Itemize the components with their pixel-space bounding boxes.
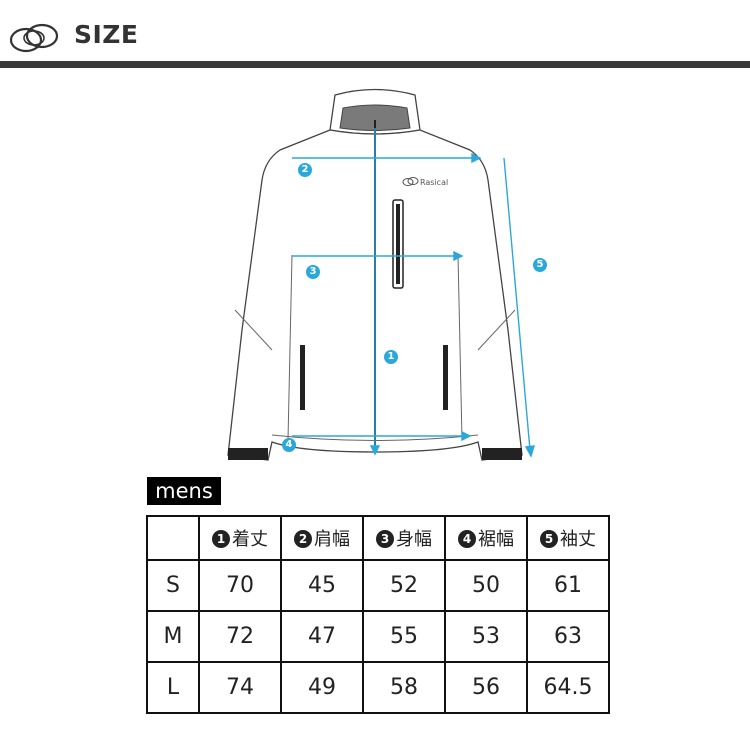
value-cell: 55 — [362, 610, 446, 663]
size-cell: M — [146, 610, 200, 663]
table-row: L 74 49 58 56 64.5 — [146, 661, 610, 714]
chest-brand-text: Rasical — [420, 178, 448, 187]
table-corner-cell — [146, 515, 200, 561]
table-row: S 70 45 52 50 61 — [146, 559, 610, 612]
value-cell: 72 — [198, 610, 282, 663]
value-cell: 56 — [444, 661, 528, 714]
value-cell: 61 — [526, 559, 610, 612]
marker-1: 1 — [384, 350, 398, 364]
marker-2: 2 — [298, 163, 312, 177]
marker-3: 3 — [306, 265, 320, 279]
rasical-logo-icon — [9, 23, 59, 53]
column-label: 肩幅 — [314, 529, 350, 550]
value-cell: 50 — [444, 559, 528, 612]
size-cell: L — [146, 661, 200, 714]
column-label: 身幅 — [396, 529, 432, 550]
size-cell: S — [146, 559, 200, 612]
header-divider — [0, 61, 750, 68]
value-cell: 53 — [444, 610, 528, 663]
column-label: 裾幅 — [478, 529, 514, 550]
value-cell: 74 — [198, 661, 282, 714]
marker-5: 5 — [533, 258, 547, 272]
table-row: M 72 47 55 53 63 — [146, 610, 610, 663]
value-cell: 70 — [198, 559, 282, 612]
mens-label: mens — [147, 477, 221, 505]
value-cell: 58 — [362, 661, 446, 714]
column-label: 着丈 — [232, 529, 268, 550]
number-badge: 1 — [212, 530, 230, 548]
header: SIZE — [0, 0, 750, 68]
value-cell: 49 — [280, 661, 364, 714]
marker-4: 4 — [282, 438, 296, 452]
value-cell: 47 — [280, 610, 364, 663]
jacket-illustration: Rasical — [227, 88, 535, 461]
number-badge: 2 — [294, 530, 312, 548]
value-cell: 64.5 — [526, 661, 610, 714]
number-badge: 5 — [540, 530, 558, 548]
column-label: 袖丈 — [560, 529, 596, 550]
number-badge: 4 — [458, 530, 476, 548]
value-cell: 63 — [526, 610, 610, 663]
value-cell: 52 — [362, 559, 446, 612]
page-title: SIZE — [74, 20, 139, 49]
value-cell: 45 — [280, 559, 364, 612]
number-badge: 3 — [376, 530, 394, 548]
